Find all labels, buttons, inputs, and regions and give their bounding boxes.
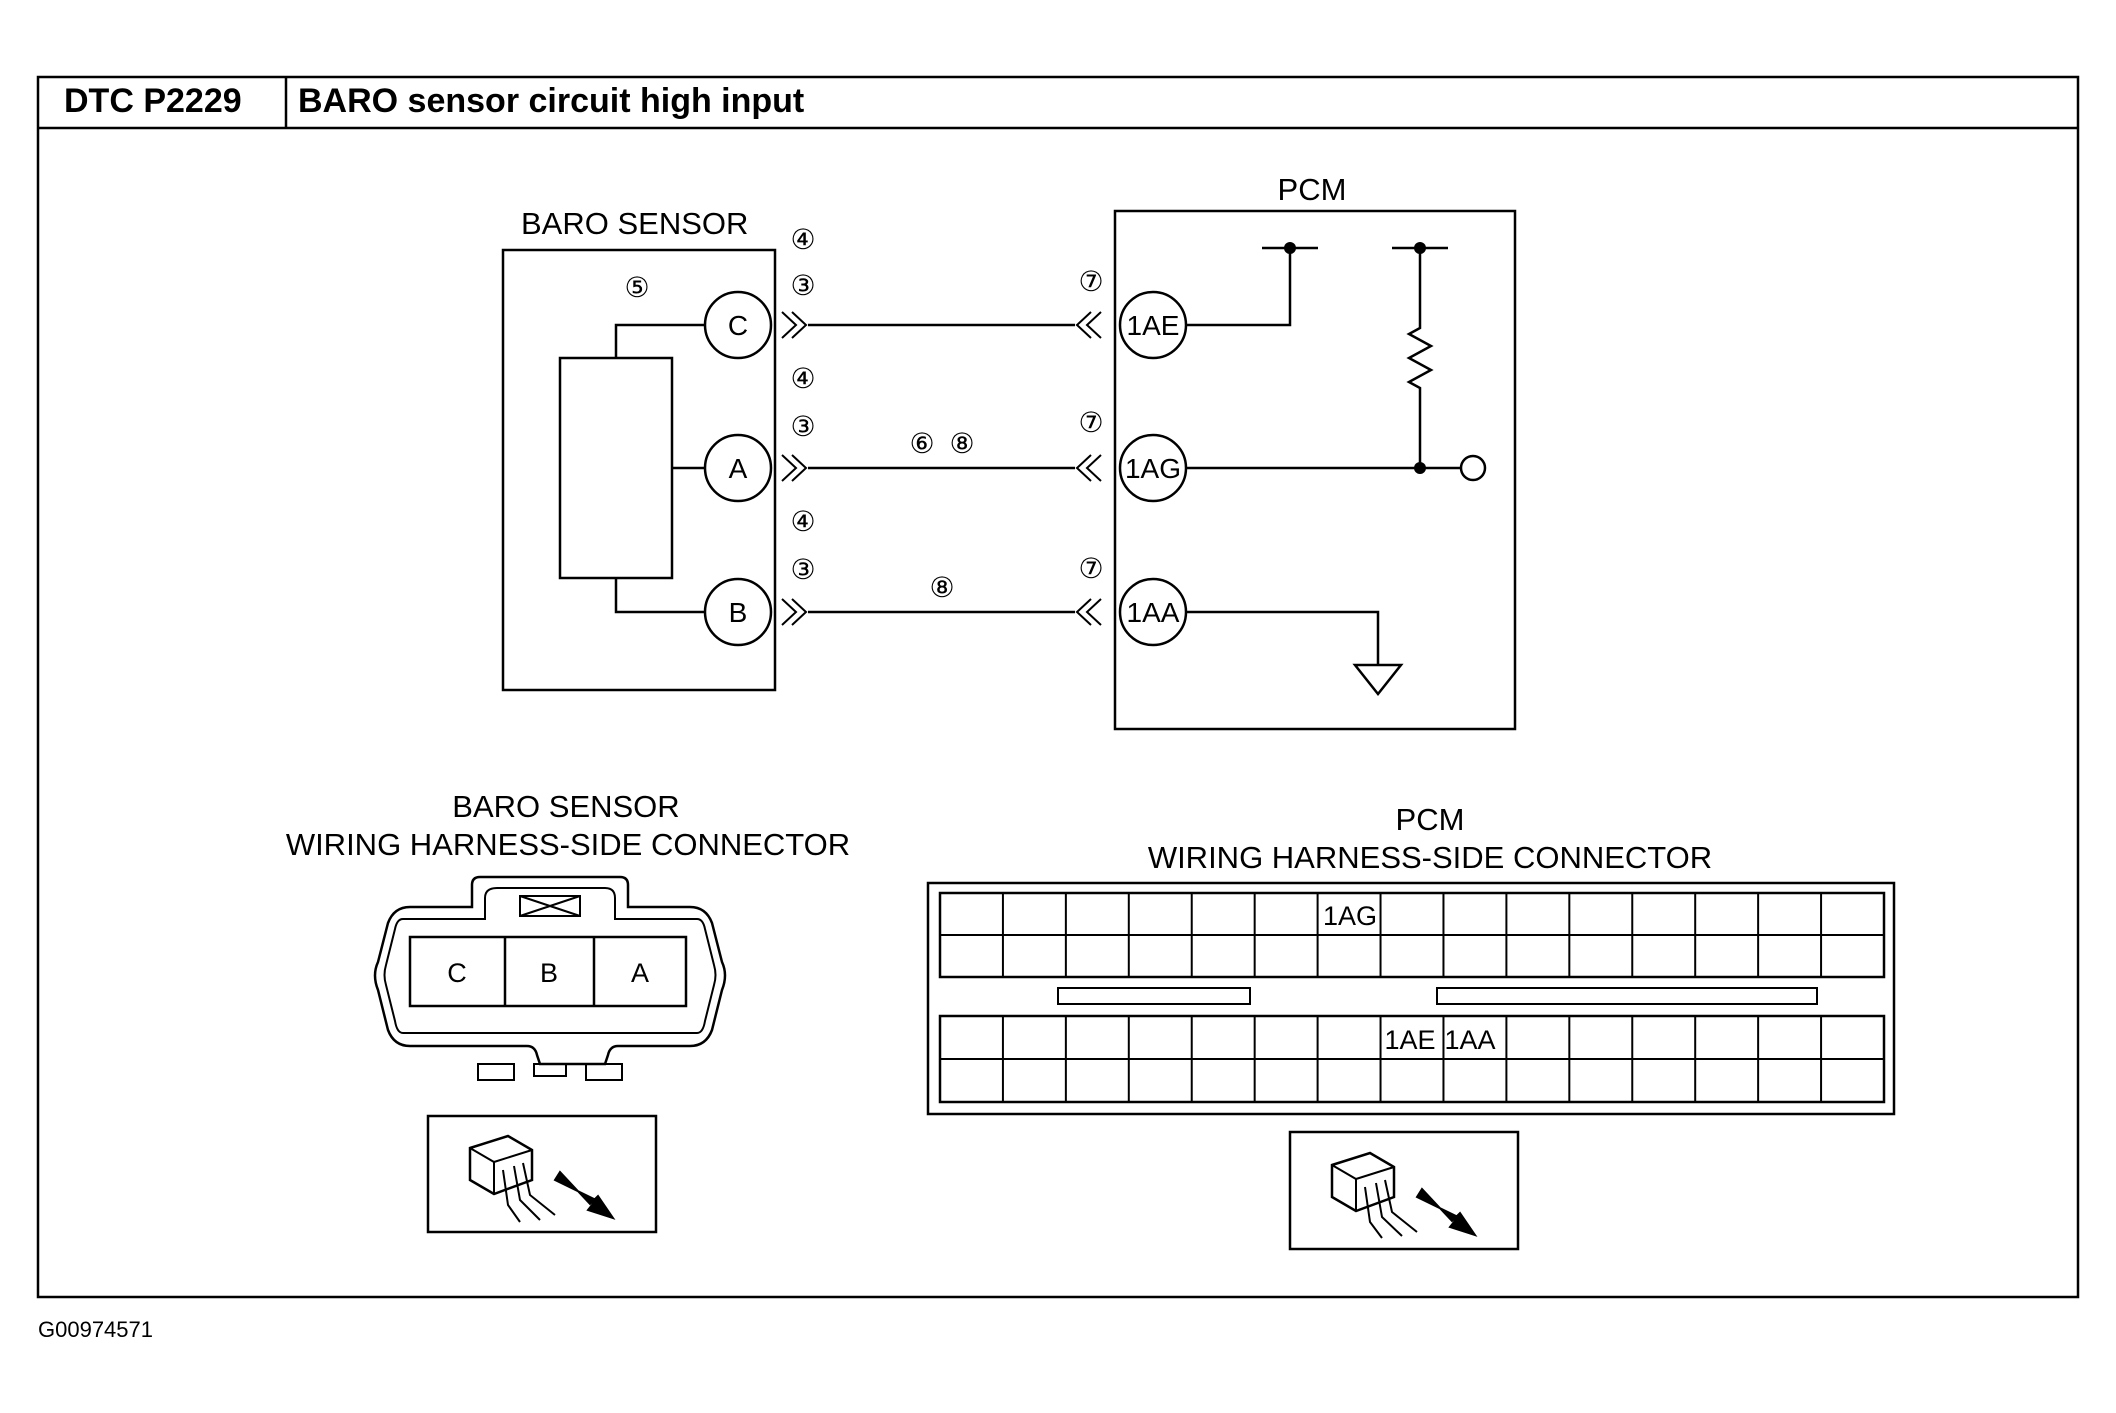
view-direction-box-2 (1288, 1130, 1520, 1251)
step-mark-7: ⑦ (1078, 407, 1103, 438)
pcm-terminal-1ag-label: 1AG (1125, 453, 1181, 484)
step-mark-4: ④ (790, 224, 815, 255)
connector-foot-1 (477, 1063, 515, 1081)
pcm-connector-pin-1ag: 1AG (1323, 901, 1377, 931)
connector-chevron-a (781, 454, 808, 482)
pcm-terminal-1ae-label: 1AE (1127, 310, 1180, 341)
connector-pin-b: B (540, 958, 558, 988)
diagram-frame (36, 75, 2080, 1299)
step-mark-5: ⑤ (624, 272, 649, 303)
baro-connector-title-2: WIRING HARNESS-SIDE CONNECTOR (286, 827, 850, 862)
terminal-a-label: A (729, 453, 748, 484)
pcm-connector-pin-1ae: 1AE (1384, 1025, 1435, 1055)
figure-id: G00974571 (38, 1317, 153, 1342)
ground-line-1aa (1186, 610, 1380, 665)
connector-chevron-c (781, 311, 808, 339)
step-mark-7: ⑦ (1078, 266, 1103, 297)
connector-foot-3 (585, 1063, 623, 1081)
baro-sensor-box (501, 248, 777, 692)
pcm-terminal-1ag: 1AG (1118, 433, 1188, 503)
pullup-resistor-icon (1406, 248, 1434, 468)
step-mark-4: ④ (790, 506, 815, 537)
pcm-connector-title-2: WIRING HARNESS-SIDE CONNECTOR (1148, 840, 1712, 875)
pcm-chevron-1ag (1075, 454, 1102, 482)
connector-pin-row (408, 935, 688, 1008)
step-mark-3: ③ (790, 411, 815, 442)
pcm-chevron-1ae (1075, 311, 1102, 339)
pcm-connector-key-right (1436, 987, 1818, 1005)
pcm-chevron-1aa (1075, 598, 1102, 626)
pcm-label: PCM (1278, 172, 1347, 207)
baro-connector-title-1: BARO SENSOR (452, 789, 679, 824)
step-mark-7: ⑦ (1078, 553, 1103, 584)
step-marks: ④ ③ ⑤ ⑦ ④ ③ ⑥ ⑧ ⑦ ④ ③ ⑧ ⑦ (624, 224, 1103, 603)
pcm-terminal-1aa: 1AA (1118, 577, 1188, 647)
pcm-connector-view: PCM WIRING HARNESS-SIDE CONNECTOR 1AG 1A… (926, 802, 1896, 1251)
sensor-element (558, 356, 674, 580)
sensor-wire-b (614, 578, 705, 614)
connector-pin-c: C (447, 958, 467, 988)
step-mark-8: ⑧ (949, 428, 974, 459)
connector-pin-a: A (631, 958, 649, 988)
terminal-c-label: C (728, 310, 748, 341)
signal-output-terminal (1459, 454, 1487, 482)
pcm-box (1113, 209, 1517, 731)
pcm-connector-key-left (1057, 987, 1251, 1005)
dtc-code: DTC P2229 (64, 82, 242, 120)
signal-junction (1414, 462, 1426, 474)
baro-sensor: BARO SENSOR C A B (501, 206, 777, 692)
connector-chevron-b (781, 598, 808, 626)
pcm-terminal-1ae: 1AE (1118, 290, 1188, 360)
supply-node-1 (1284, 242, 1296, 254)
pcm-connector-pin-1aa: 1AA (1444, 1025, 1495, 1055)
terminal-c: C (703, 290, 773, 360)
pcm-terminal-1aa-label: 1AA (1127, 597, 1180, 628)
supply-line-1ae (1186, 248, 1292, 327)
step-mark-4: ④ (790, 363, 815, 394)
dtc-title: BARO sensor circuit high input (298, 82, 804, 120)
pcm: PCM 1AE 1AG 1AA (1113, 172, 1517, 731)
terminal-b-label: B (729, 597, 748, 628)
baro-connector-view: BARO SENSOR WIRING HARNESS-SIDE CONNECTO… (286, 789, 850, 1234)
connector-foot-2 (533, 1063, 567, 1077)
connector-view-arrow-icon (468, 1134, 616, 1223)
step-mark-8: ⑧ (929, 572, 954, 603)
view-direction-box-1 (426, 1114, 658, 1234)
ground-icon (1352, 663, 1404, 697)
terminal-a: A (703, 433, 773, 503)
pcm-connector-housing (926, 881, 1896, 1116)
baro-sensor-label: BARO SENSOR (521, 206, 748, 241)
step-mark-3: ③ (790, 554, 815, 585)
terminal-b: B (703, 577, 773, 647)
sensor-wire-c (614, 323, 705, 358)
pcm-connector-title-1: PCM (1396, 802, 1465, 837)
connector-view-arrow-icon (1330, 1151, 1478, 1239)
step-mark-6: ⑥ (909, 428, 934, 459)
harness-wires (781, 311, 1102, 626)
connector-latch (519, 895, 581, 917)
connector-inner-outline (383, 887, 717, 1034)
step-mark-3: ③ (790, 270, 815, 301)
latch-cross-icon (519, 895, 581, 917)
